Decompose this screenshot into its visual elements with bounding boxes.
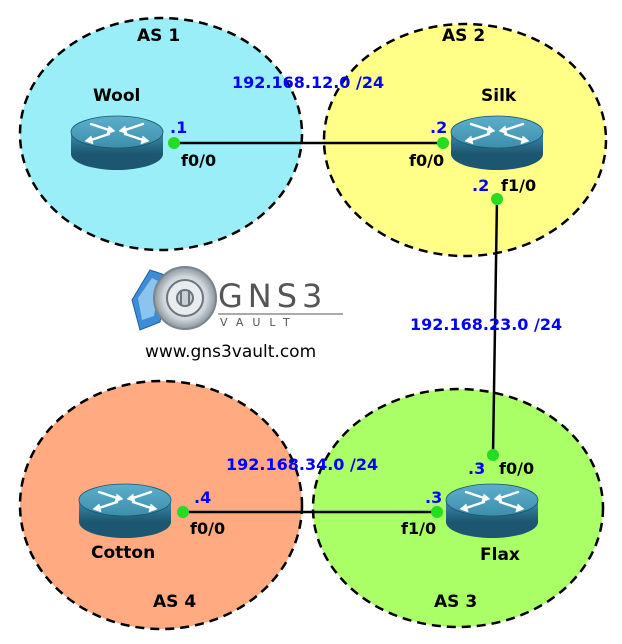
- host-silk-f1: .2: [472, 176, 489, 195]
- logo-subtitle: VAULT: [220, 316, 299, 329]
- iface-flax-f0-0: f0/0: [499, 459, 534, 478]
- subnet-34-label: 192.168.34.0 /24: [226, 455, 378, 474]
- endpoint-wool-f0-0: [168, 137, 180, 149]
- router-silk-label: Silk: [481, 86, 517, 106]
- router-cotton-label: Cotton: [91, 543, 155, 563]
- host-flax-f0: .3: [468, 459, 485, 478]
- gns3-vault-logo: GNS3 VAULT www.gns3vault.com: [131, 266, 343, 362]
- endpoint-silk-f0-0: [437, 137, 449, 149]
- host-wool: .1: [170, 118, 187, 137]
- link-silk-flax: [491, 198, 499, 456]
- endpoint-cotton-f0-0: [177, 506, 189, 518]
- as4-label: AS 4: [153, 592, 196, 612]
- endpoint-flax-f0-0: [487, 449, 499, 461]
- router-flax-label: Flax: [480, 545, 520, 565]
- router-wool-label: Wool: [93, 86, 140, 106]
- as2-label: AS 2: [442, 26, 485, 46]
- subnet-12-label: 192.168.12.0 /24: [232, 73, 384, 92]
- iface-silk-f0-0: f0/0: [409, 151, 444, 170]
- router-cotton-icon[interactable]: [77, 482, 173, 540]
- subnet-23-label: 192.168.23.0 /24: [410, 315, 562, 334]
- as1-label: AS 1: [137, 26, 180, 46]
- host-silk-f0: .2: [430, 118, 447, 137]
- iface-flax-f1-0: f1/0: [401, 519, 436, 538]
- iface-cotton-f0-0: f0/0: [190, 519, 225, 538]
- as3-label: AS 3: [434, 592, 477, 612]
- iface-silk-f1-0: f1/0: [501, 176, 536, 195]
- host-cotton: .4: [194, 488, 211, 507]
- host-flax-f1: .3: [425, 488, 442, 507]
- router-flax-icon[interactable]: [444, 482, 540, 540]
- router-silk-icon[interactable]: [449, 114, 545, 172]
- endpoint-silk-f1-0: [491, 193, 503, 205]
- logo-url[interactable]: www.gns3vault.com: [145, 342, 316, 362]
- vault-door-icon: [131, 266, 217, 331]
- logo-title: GNS3: [218, 277, 327, 315]
- router-wool-icon[interactable]: [69, 114, 165, 172]
- endpoint-flax-f1-0: [431, 506, 443, 518]
- iface-wool-f0-0: f0/0: [181, 151, 216, 170]
